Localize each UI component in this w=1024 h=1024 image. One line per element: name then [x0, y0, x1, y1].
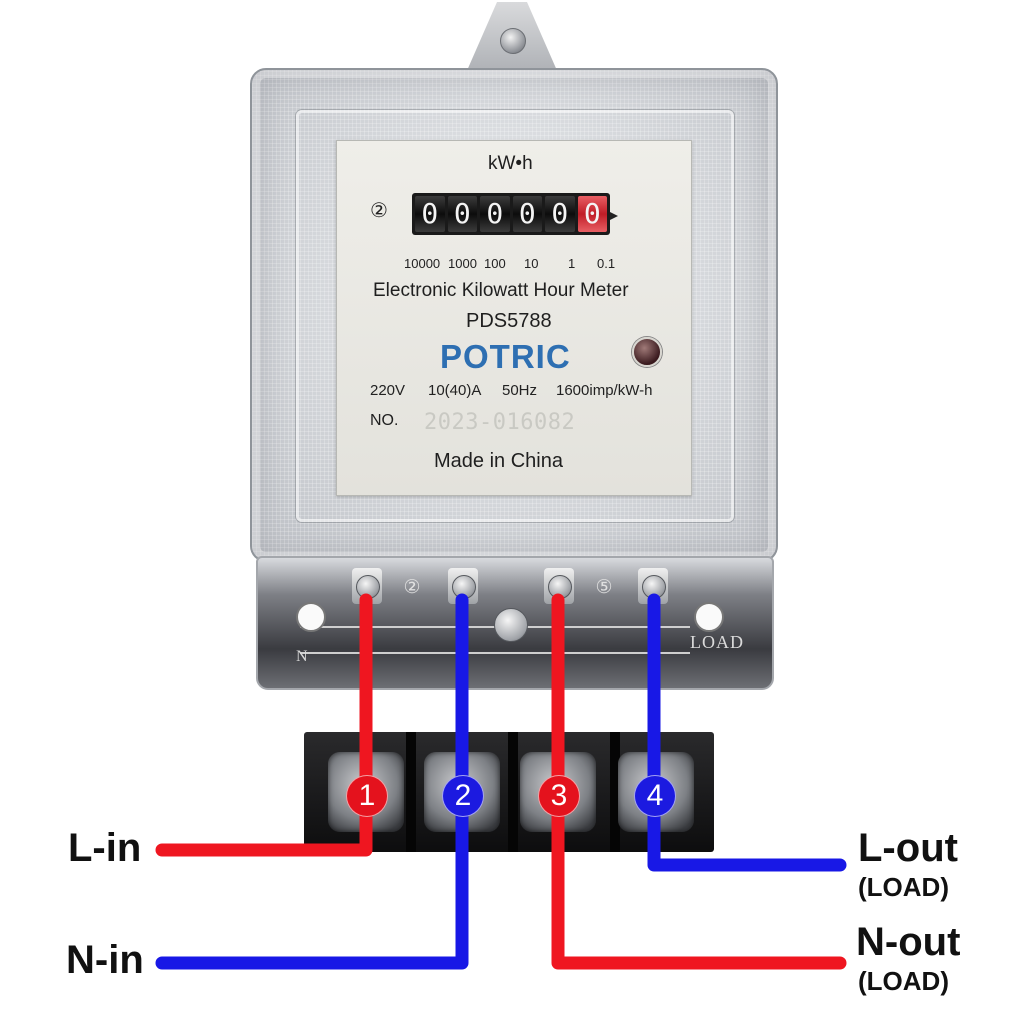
brand-logo: POTRIC — [440, 338, 571, 375]
spec-current: 10(40)A — [428, 382, 482, 399]
terminal-badge-4: 4 — [634, 775, 676, 817]
terminal-mark: ② — [403, 577, 421, 598]
spec-impulse: 1600imp/kW-h — [556, 382, 653, 399]
energy-counter: 0 0 0 0 0 0 — [412, 193, 610, 235]
cover-load-text: LOAD — [690, 632, 744, 652]
indicator-number: ② — [370, 200, 388, 222]
n-out-label: N-out — [856, 920, 961, 964]
l-out-load-label: (LOAD) — [858, 872, 949, 902]
counter-digit-decimal: 0 — [577, 196, 607, 232]
counter-digit: 0 — [415, 196, 445, 232]
counter-pointer — [610, 212, 618, 220]
multiplier-label: 10000 — [404, 256, 441, 271]
cover-n-text: N — [296, 648, 308, 665]
n-in-wire — [155, 593, 469, 970]
multiplier-label: 1 — [568, 256, 576, 271]
multiplier-label: 0.1 — [597, 256, 616, 271]
l-in-wire — [155, 593, 373, 857]
origin-label: Made in China — [434, 450, 563, 472]
multiplier-label: 100 — [484, 256, 506, 271]
terminal-separator — [406, 732, 416, 852]
screw-icon — [500, 28, 526, 54]
n-out-wire — [551, 593, 847, 970]
serial-label: NO. — [370, 412, 399, 429]
spec-frequency: 50Hz — [502, 382, 538, 399]
l-out-wire — [647, 593, 847, 872]
multiplier-label: 1000 — [448, 256, 477, 271]
serial-number: 2023-016082 — [424, 410, 576, 435]
mounting-hole — [296, 602, 326, 632]
terminal-separator — [610, 732, 620, 852]
screw-icon — [494, 608, 528, 642]
terminal-separator — [508, 732, 518, 852]
unit-label: kW•h — [488, 153, 533, 174]
multiplier-label: 10 — [524, 256, 539, 271]
counter-digit: 0 — [480, 196, 510, 232]
cover-guide-line — [300, 652, 690, 654]
n-out-load-label: (LOAD) — [858, 966, 949, 996]
counter-digit: 0 — [447, 196, 477, 232]
meter-model: PDS5788 — [466, 310, 552, 332]
terminal-badge-3: 3 — [538, 775, 580, 817]
counter-digit: 0 — [512, 196, 542, 232]
terminal-badge-2: 2 — [442, 775, 484, 817]
l-in-label: L-in — [68, 826, 142, 870]
terminal-mark: ⑤ — [595, 577, 613, 598]
l-out-label: L-out — [858, 826, 958, 870]
pulse-led-icon — [632, 337, 662, 367]
terminal-badge-1: 1 — [346, 775, 388, 817]
meter-inner-frame — [296, 110, 734, 522]
counter-digit: 0 — [545, 196, 575, 232]
spec-voltage: 220V — [370, 382, 406, 399]
n-in-label: N-in — [66, 938, 144, 982]
mounting-hole — [694, 602, 724, 632]
meter-description: Electronic Kilowatt Hour Meter — [373, 280, 629, 301]
